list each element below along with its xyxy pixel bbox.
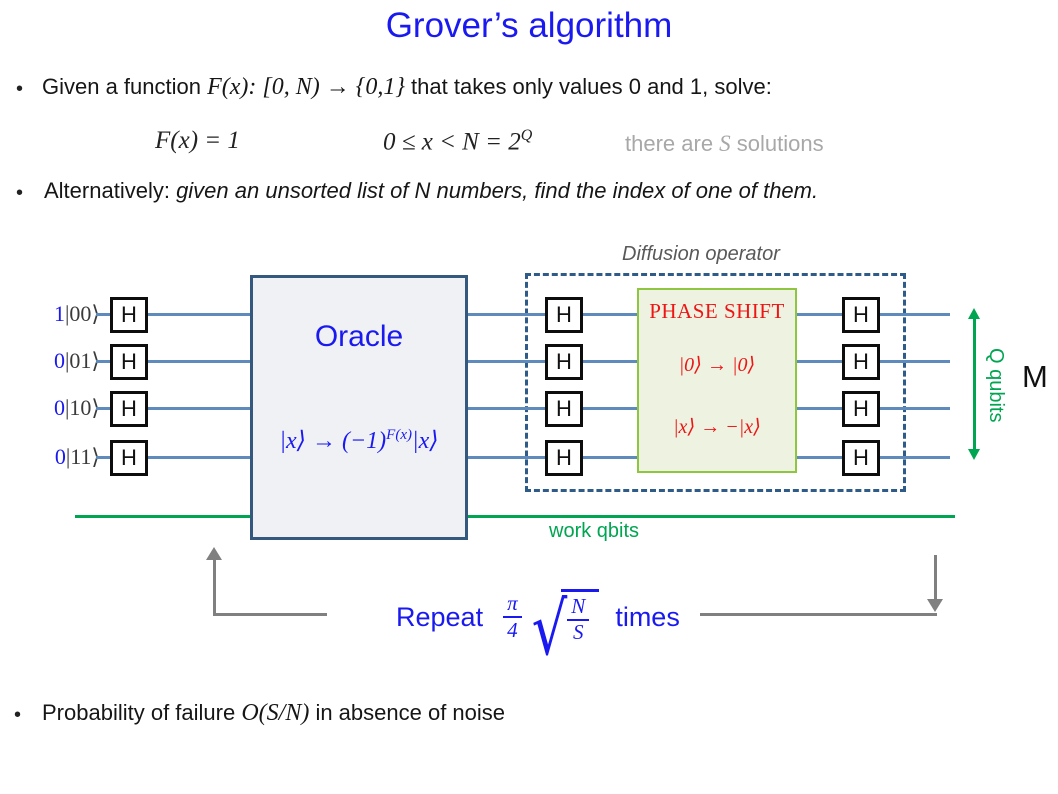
input-state-label: 0|01⟩ bbox=[20, 346, 100, 376]
oracle-title: Oracle bbox=[314, 320, 404, 353]
input-state-label: 0|10⟩ bbox=[20, 393, 100, 423]
loop-line bbox=[213, 559, 216, 616]
input-state-label: 0|11⟩ bbox=[20, 442, 100, 472]
equation-range: 0 ≤ x < N = 2Q bbox=[383, 127, 532, 156]
square-root: √ N S bbox=[532, 589, 600, 666]
hadamard-gate: H bbox=[545, 344, 583, 380]
qubit-wire bbox=[96, 407, 950, 410]
times-word: times bbox=[615, 601, 680, 632]
loop-arrow-up bbox=[206, 547, 222, 560]
note-s: S bbox=[719, 131, 731, 156]
qubit-wire bbox=[96, 360, 950, 363]
phase-shift-title: PHASE SHIFT bbox=[649, 299, 785, 323]
work-qbit-wire bbox=[75, 515, 955, 518]
oracle-formula-tail: |x⟩ bbox=[411, 428, 439, 454]
bullet-3-tail: in absence of noise bbox=[309, 700, 506, 725]
oracle-formula-exponent: F(x) bbox=[386, 427, 412, 443]
hadamard-gate: H bbox=[110, 391, 148, 427]
fraction-denominator: 4 bbox=[507, 618, 518, 642]
hadamard-gate: H bbox=[110, 297, 148, 333]
hadamard-gate: H bbox=[545, 440, 583, 476]
oracle-formula-base: |x⟩ → (−1) bbox=[279, 428, 387, 454]
amplitude: 1 bbox=[54, 301, 65, 326]
diffusion-operator-box bbox=[525, 273, 906, 492]
loop-line bbox=[934, 555, 937, 601]
bullet-1-math: F(x): [0, N) → {0,1} bbox=[207, 74, 405, 100]
bullet-2-emphasis: given an unsorted list of N numbers, fin… bbox=[176, 178, 819, 203]
q-qubits-arrow-up bbox=[968, 308, 980, 319]
qubit-wire bbox=[96, 456, 950, 459]
hadamard-gate: H bbox=[545, 391, 583, 427]
repeat-word: Repeat bbox=[396, 601, 484, 632]
ket: |11⟩ bbox=[65, 444, 100, 469]
note-pre: there are bbox=[625, 131, 720, 156]
q-qubits-arrow-line bbox=[973, 318, 976, 450]
amplitude: 0 bbox=[54, 348, 65, 373]
q-qubits-label: Q qubits bbox=[985, 347, 1007, 423]
ket: |01⟩ bbox=[65, 348, 100, 373]
equation-range-exponent: Q bbox=[520, 127, 533, 144]
hadamard-gate: H bbox=[545, 297, 583, 333]
hadamard-gate: H bbox=[110, 344, 148, 380]
phase-shift-rule-2: |x⟩ → −|x⟩ bbox=[673, 416, 761, 438]
bullet-1: Given a function F(x): [0, N) → {0,1} th… bbox=[42, 74, 772, 101]
loop-arrow-down bbox=[927, 599, 943, 612]
bullet-marker: • bbox=[16, 182, 24, 204]
phase-shift-box: PHASE SHIFT |0⟩ → |0⟩ |x⟩ → −|x⟩ bbox=[637, 288, 797, 473]
radicand-fraction: N S bbox=[561, 589, 600, 645]
qubit-wire bbox=[96, 313, 950, 316]
equation-range-base: 0 ≤ x < N = 2 bbox=[383, 128, 521, 156]
bullet-2-lead: Alternatively: bbox=[44, 178, 177, 203]
phase-shift-rule-1: |0⟩ → |0⟩ bbox=[678, 354, 756, 376]
oracle-box: Oracle |x⟩ → (−1)F(x)|x⟩ bbox=[250, 275, 468, 540]
bullet-3-math: O(S/N) bbox=[241, 700, 310, 726]
bullet-3: Probability of failure O(S/N) in absence… bbox=[42, 700, 505, 727]
measurement-label: M bbox=[1022, 359, 1048, 394]
fraction-numerator: π bbox=[503, 591, 522, 618]
input-state-label: 1|00⟩ bbox=[20, 299, 100, 329]
note-post: solutions bbox=[730, 131, 824, 156]
hadamard-gate: H bbox=[842, 344, 880, 380]
radicand-numerator: N bbox=[567, 594, 590, 622]
bullet-marker: • bbox=[14, 704, 22, 726]
hadamard-gate: H bbox=[110, 440, 148, 476]
repeat-formula: Repeat π 4 √ N S times bbox=[396, 572, 680, 666]
oracle-formula: |x⟩ → (−1)F(x)|x⟩ bbox=[253, 426, 465, 455]
loop-line bbox=[213, 613, 327, 616]
page-title: Grover’s algorithm bbox=[385, 6, 673, 45]
bullet-marker: • bbox=[16, 78, 24, 100]
bullet-1-lead: Given a function bbox=[42, 74, 208, 99]
bullet-1-tail: that takes only values 0 and 1, solve: bbox=[404, 74, 772, 99]
amplitude: 0 bbox=[54, 444, 66, 469]
radical-sign: √ bbox=[531, 587, 568, 673]
ket: |10⟩ bbox=[65, 395, 100, 420]
pi-over-4-fraction: π 4 bbox=[503, 591, 522, 642]
work-qbits-label: work qbits bbox=[549, 520, 640, 542]
radicand-denominator: S bbox=[573, 620, 584, 645]
ket: |00⟩ bbox=[65, 301, 100, 326]
amplitude: 0 bbox=[54, 395, 65, 420]
hadamard-gate: H bbox=[842, 440, 880, 476]
bullet-3-lead: Probability of failure bbox=[42, 700, 242, 725]
hadamard-gate: H bbox=[842, 391, 880, 427]
equation-note: there are S solutions bbox=[625, 131, 824, 157]
hadamard-gate: H bbox=[842, 297, 880, 333]
equation-lhs: F(x) = 1 bbox=[155, 127, 240, 154]
q-qubits-arrow-down bbox=[968, 449, 980, 460]
bullet-2: Alternatively: given an unsorted list of… bbox=[44, 178, 818, 204]
loop-line bbox=[700, 613, 937, 616]
diffusion-operator-label: Diffusion operator bbox=[622, 243, 780, 265]
